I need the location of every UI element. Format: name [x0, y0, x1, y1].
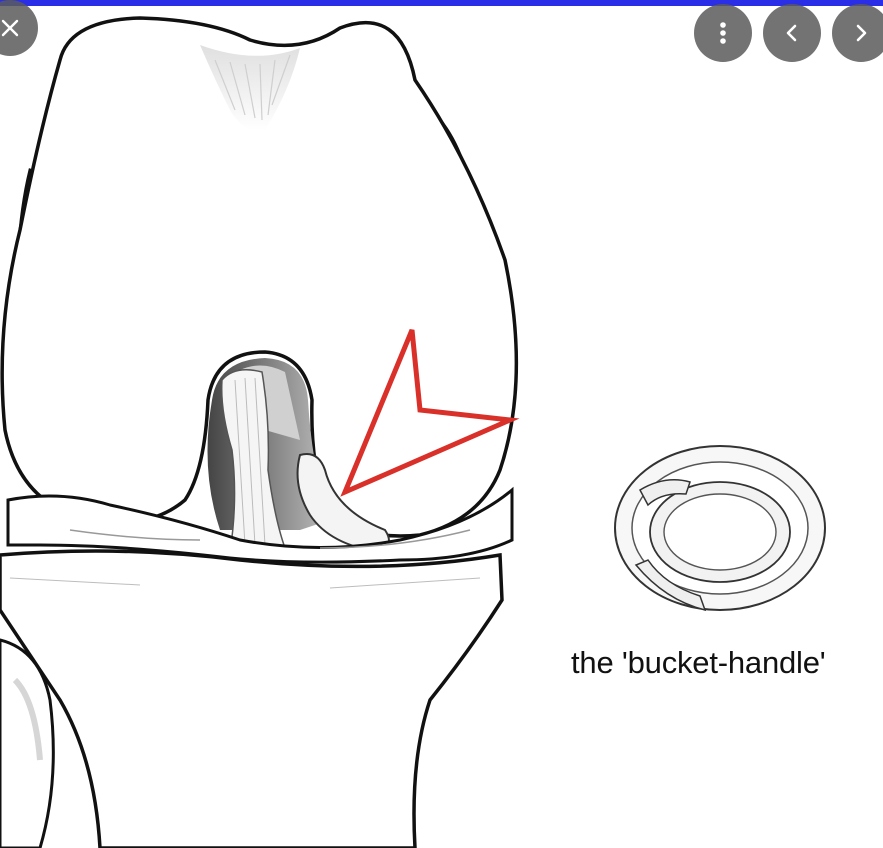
more-vertical-icon [718, 21, 728, 45]
close-icon [0, 17, 21, 39]
next-image-button[interactable] [832, 4, 883, 62]
bucket-handle-diagram [615, 446, 825, 610]
image-caption: the 'bucket-handle' [571, 645, 826, 681]
more-options-button[interactable] [694, 4, 752, 62]
top-accent-bar [0, 0, 883, 6]
chevron-left-icon [784, 22, 800, 44]
chevron-right-icon [853, 22, 869, 44]
previous-image-button[interactable] [763, 4, 821, 62]
